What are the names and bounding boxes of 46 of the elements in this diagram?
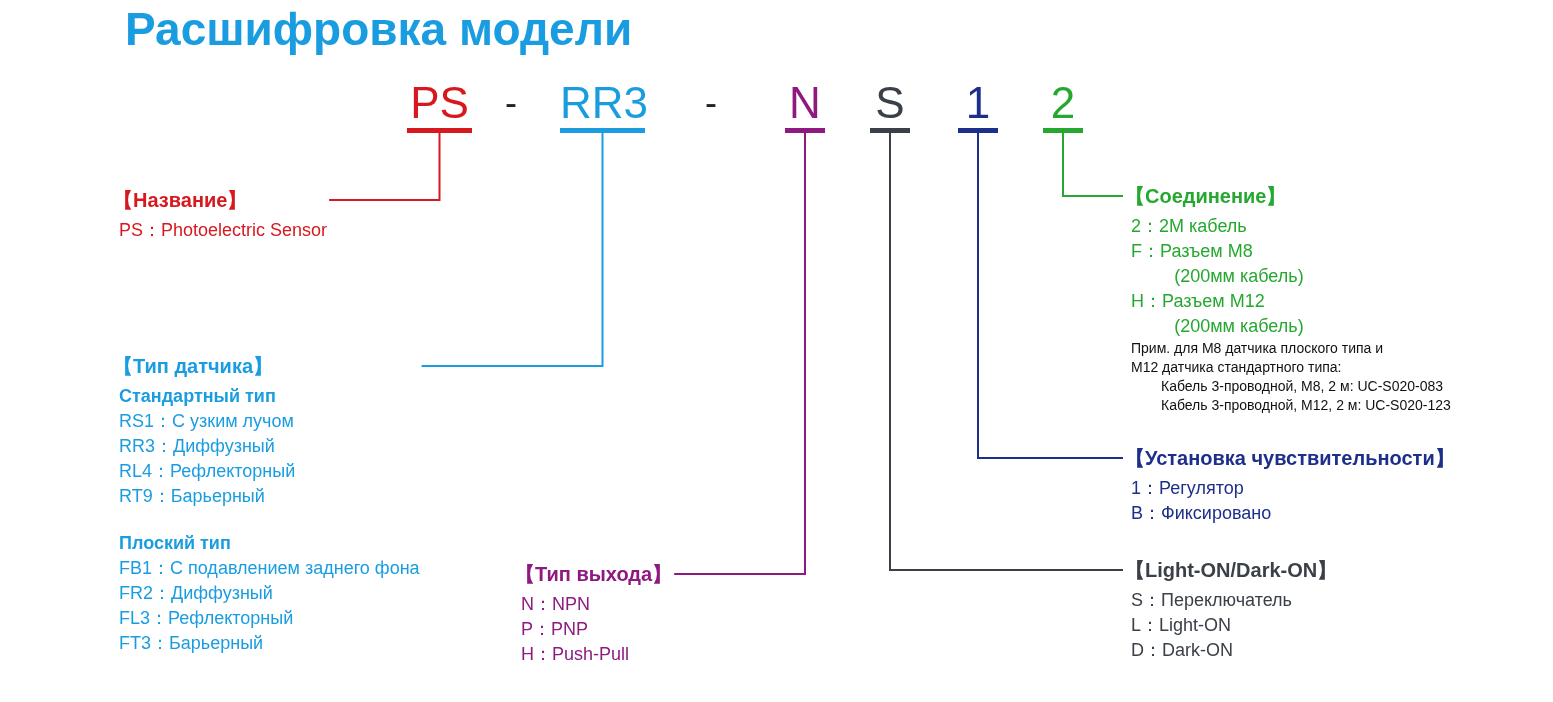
- option-text: FT3：Барьерный: [118, 632, 265, 655]
- option-text: RL4：Рефлекторный: [118, 460, 297, 483]
- section-heading: 【Тип датчика】: [113, 354, 275, 379]
- option-text: F：Разъем M8 (200мм кабель): [1130, 240, 1305, 288]
- option-text: L：Light-ON: [1130, 614, 1233, 637]
- option-text: RS1：С узким лучом: [118, 410, 295, 433]
- note-text: Кабель 3-проводной, M12, 2 м: UC-S020-123: [1160, 396, 1451, 415]
- leader-line: [1062, 132, 1124, 197]
- option-text: FB1：С подавлением заднего фона: [118, 557, 420, 580]
- leader-line: [889, 132, 1124, 571]
- option-text: 1：Регулятор: [1130, 477, 1245, 500]
- code-segment: RR3: [560, 78, 645, 133]
- option-text: H：Push-Pull: [520, 643, 631, 666]
- code-segment: 2: [1043, 78, 1083, 133]
- option-text: S：Переключатель: [1130, 589, 1293, 612]
- leader-line: [977, 132, 1124, 459]
- section-heading: 【Установка чувствительности】: [1125, 446, 1455, 471]
- section-heading: 【Light-ON/Dark-ON】: [1125, 558, 1338, 583]
- separator-dash: -: [505, 81, 517, 125]
- option-text: 2：2M кабель: [1130, 215, 1248, 238]
- option-text: RT9：Барьерный: [118, 485, 266, 508]
- subheading: Плоский тип: [118, 532, 232, 555]
- option-text: FR2：Диффузный: [118, 582, 274, 605]
- option-text: FL3：Рефлекторный: [118, 607, 295, 630]
- leader-line: [673, 132, 806, 575]
- option-text: B：Фиксировано: [1130, 502, 1273, 525]
- note-text: Прим. для M8 датчика плоского типа и M12 датчика стандартного типа:: [1130, 339, 1385, 377]
- option-text: P：PNP: [520, 618, 590, 641]
- section-heading: 【Тип выхода】: [515, 562, 673, 587]
- section-heading: 【Соединение】: [1125, 184, 1288, 209]
- title: Расшифровка модели: [125, 2, 633, 56]
- separator-dash: -: [705, 81, 717, 125]
- leader-line: [328, 132, 441, 201]
- code-segment: 1: [958, 78, 998, 133]
- leader-line: [420, 132, 604, 367]
- option-text: RR3：Диффузный: [118, 435, 276, 458]
- subheading: Стандартный тип: [118, 385, 277, 408]
- option-text: H：Разъем M12 (200мм кабель): [1130, 290, 1305, 338]
- option-text: PS：Photoelectric Sensor: [118, 219, 328, 242]
- section-heading: 【Название】: [113, 188, 249, 213]
- option-text: D：Dark-ON: [1130, 639, 1234, 662]
- code-segment: S: [870, 78, 910, 133]
- note-text: Кабель 3-проводной, M8, 2 м: UC-S020-083: [1160, 377, 1445, 396]
- code-segment: PS: [407, 78, 472, 133]
- option-text: N：NPN: [520, 593, 591, 616]
- code-segment: N: [785, 78, 825, 133]
